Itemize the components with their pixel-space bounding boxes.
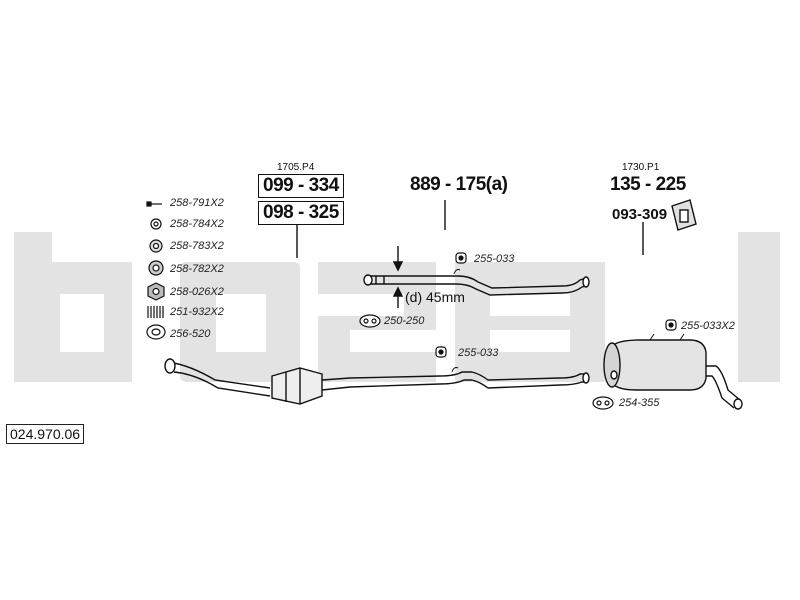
front-pipe-secondary: 098 - 325	[258, 201, 344, 225]
fitting-label-5: 258-026X2	[170, 286, 224, 298]
front-pipe-code: 1705.P4	[277, 162, 315, 173]
front-pipe-assembly	[164, 358, 590, 405]
fitting-label-2: 258-784X2	[170, 218, 224, 230]
hanger-icons	[435, 252, 677, 358]
fitting-label-3: 258-783X2	[170, 240, 224, 252]
rear-silencer	[603, 333, 743, 410]
fitting-icons	[146, 201, 166, 340]
hanger-label-rear: 255-033X2	[681, 320, 735, 332]
front-pipe-primary: 099 - 334	[258, 174, 344, 198]
fitting-label-7: 256-520	[170, 328, 211, 340]
rear-bracket	[671, 199, 697, 231]
rear-silencer-number: 135 - 225	[610, 174, 686, 195]
rear-silencer-alt-number: 093-309	[612, 206, 668, 223]
fitting-label-4: 258-782X2	[170, 263, 224, 275]
middle-pipe-number: 889 - 175(a)	[410, 174, 508, 195]
fitting-label-6: 251-932X2	[170, 306, 224, 318]
hanger-label-lower: 255-033	[458, 347, 499, 359]
fitting-label-1: 258-791X2	[170, 197, 224, 209]
hanger-label-middle: 255-033	[474, 253, 515, 265]
clamp-icons	[359, 314, 614, 410]
clamp-label-middle: 250-250	[384, 315, 425, 327]
rear-silencer-code: 1730.P1	[622, 162, 660, 173]
clamp-label-rear: 254-355	[619, 397, 660, 409]
diameter-dimension: (d) 45mm	[405, 289, 465, 305]
reference-number: 024.970.06	[6, 424, 85, 444]
middle-pipe-upper	[363, 269, 590, 296]
